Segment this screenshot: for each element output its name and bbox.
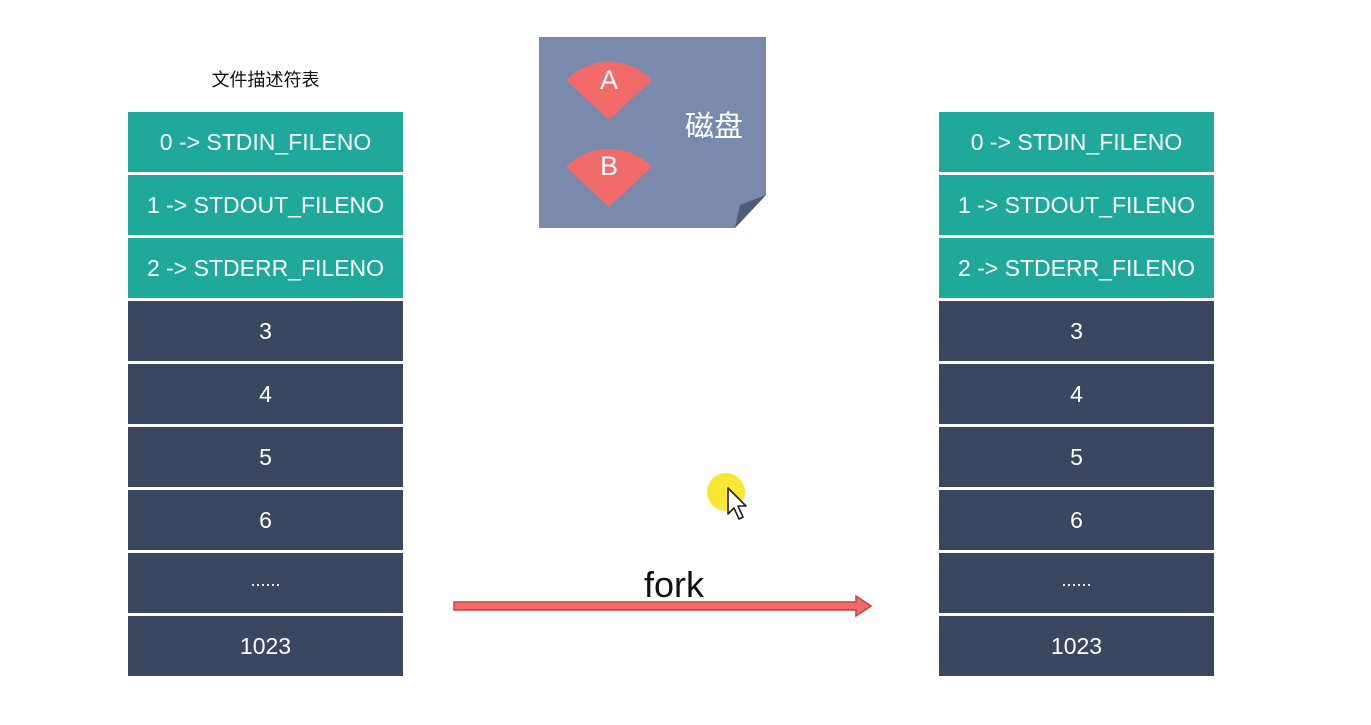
fd-row: 1 -> STDOUT_FILENO [939, 175, 1214, 235]
fork-arrow-shape [453, 594, 873, 618]
fd-row: 4 [939, 364, 1214, 424]
fd-row: 3 [128, 301, 403, 361]
fork-label: fork [644, 564, 705, 605]
fd-row: 2 -> STDERR_FILENO [939, 238, 1214, 298]
file-a-fan [566, 61, 652, 120]
table-title: 文件描述符表 [211, 70, 320, 91]
disk-folded-corner [735, 195, 766, 228]
fd-row: ...... [939, 553, 1214, 613]
fd-row: 1023 [939, 616, 1214, 676]
fd-row: 1 -> STDOUT_FILENO [128, 175, 403, 235]
file-b-fan [566, 148, 652, 207]
file-a-label: A [599, 65, 618, 95]
mouse-cursor-icon [707, 473, 747, 520]
fd-row: 5 [939, 427, 1214, 487]
disk-label: 磁盘 [685, 109, 744, 143]
fd-row: 5 [128, 427, 403, 487]
cursor-arrow [727, 487, 747, 520]
fd-row: 0 -> STDIN_FILENO [128, 112, 403, 172]
fd-row: 4 [128, 364, 403, 424]
disk-shape [539, 37, 766, 228]
file-b-label: B [599, 151, 618, 181]
fd-row: 3 [939, 301, 1214, 361]
fd-row: 6 [128, 490, 403, 550]
fd-row: 2 -> STDERR_FILENO [128, 238, 403, 298]
disk: A B 磁盘 [539, 37, 766, 228]
fd-row: 1023 [128, 616, 403, 676]
fd-row: 6 [939, 490, 1214, 550]
fork-arrow [453, 594, 873, 618]
fd-row: 0 -> STDIN_FILENO [939, 112, 1214, 172]
fd-row: ...... [128, 553, 403, 613]
